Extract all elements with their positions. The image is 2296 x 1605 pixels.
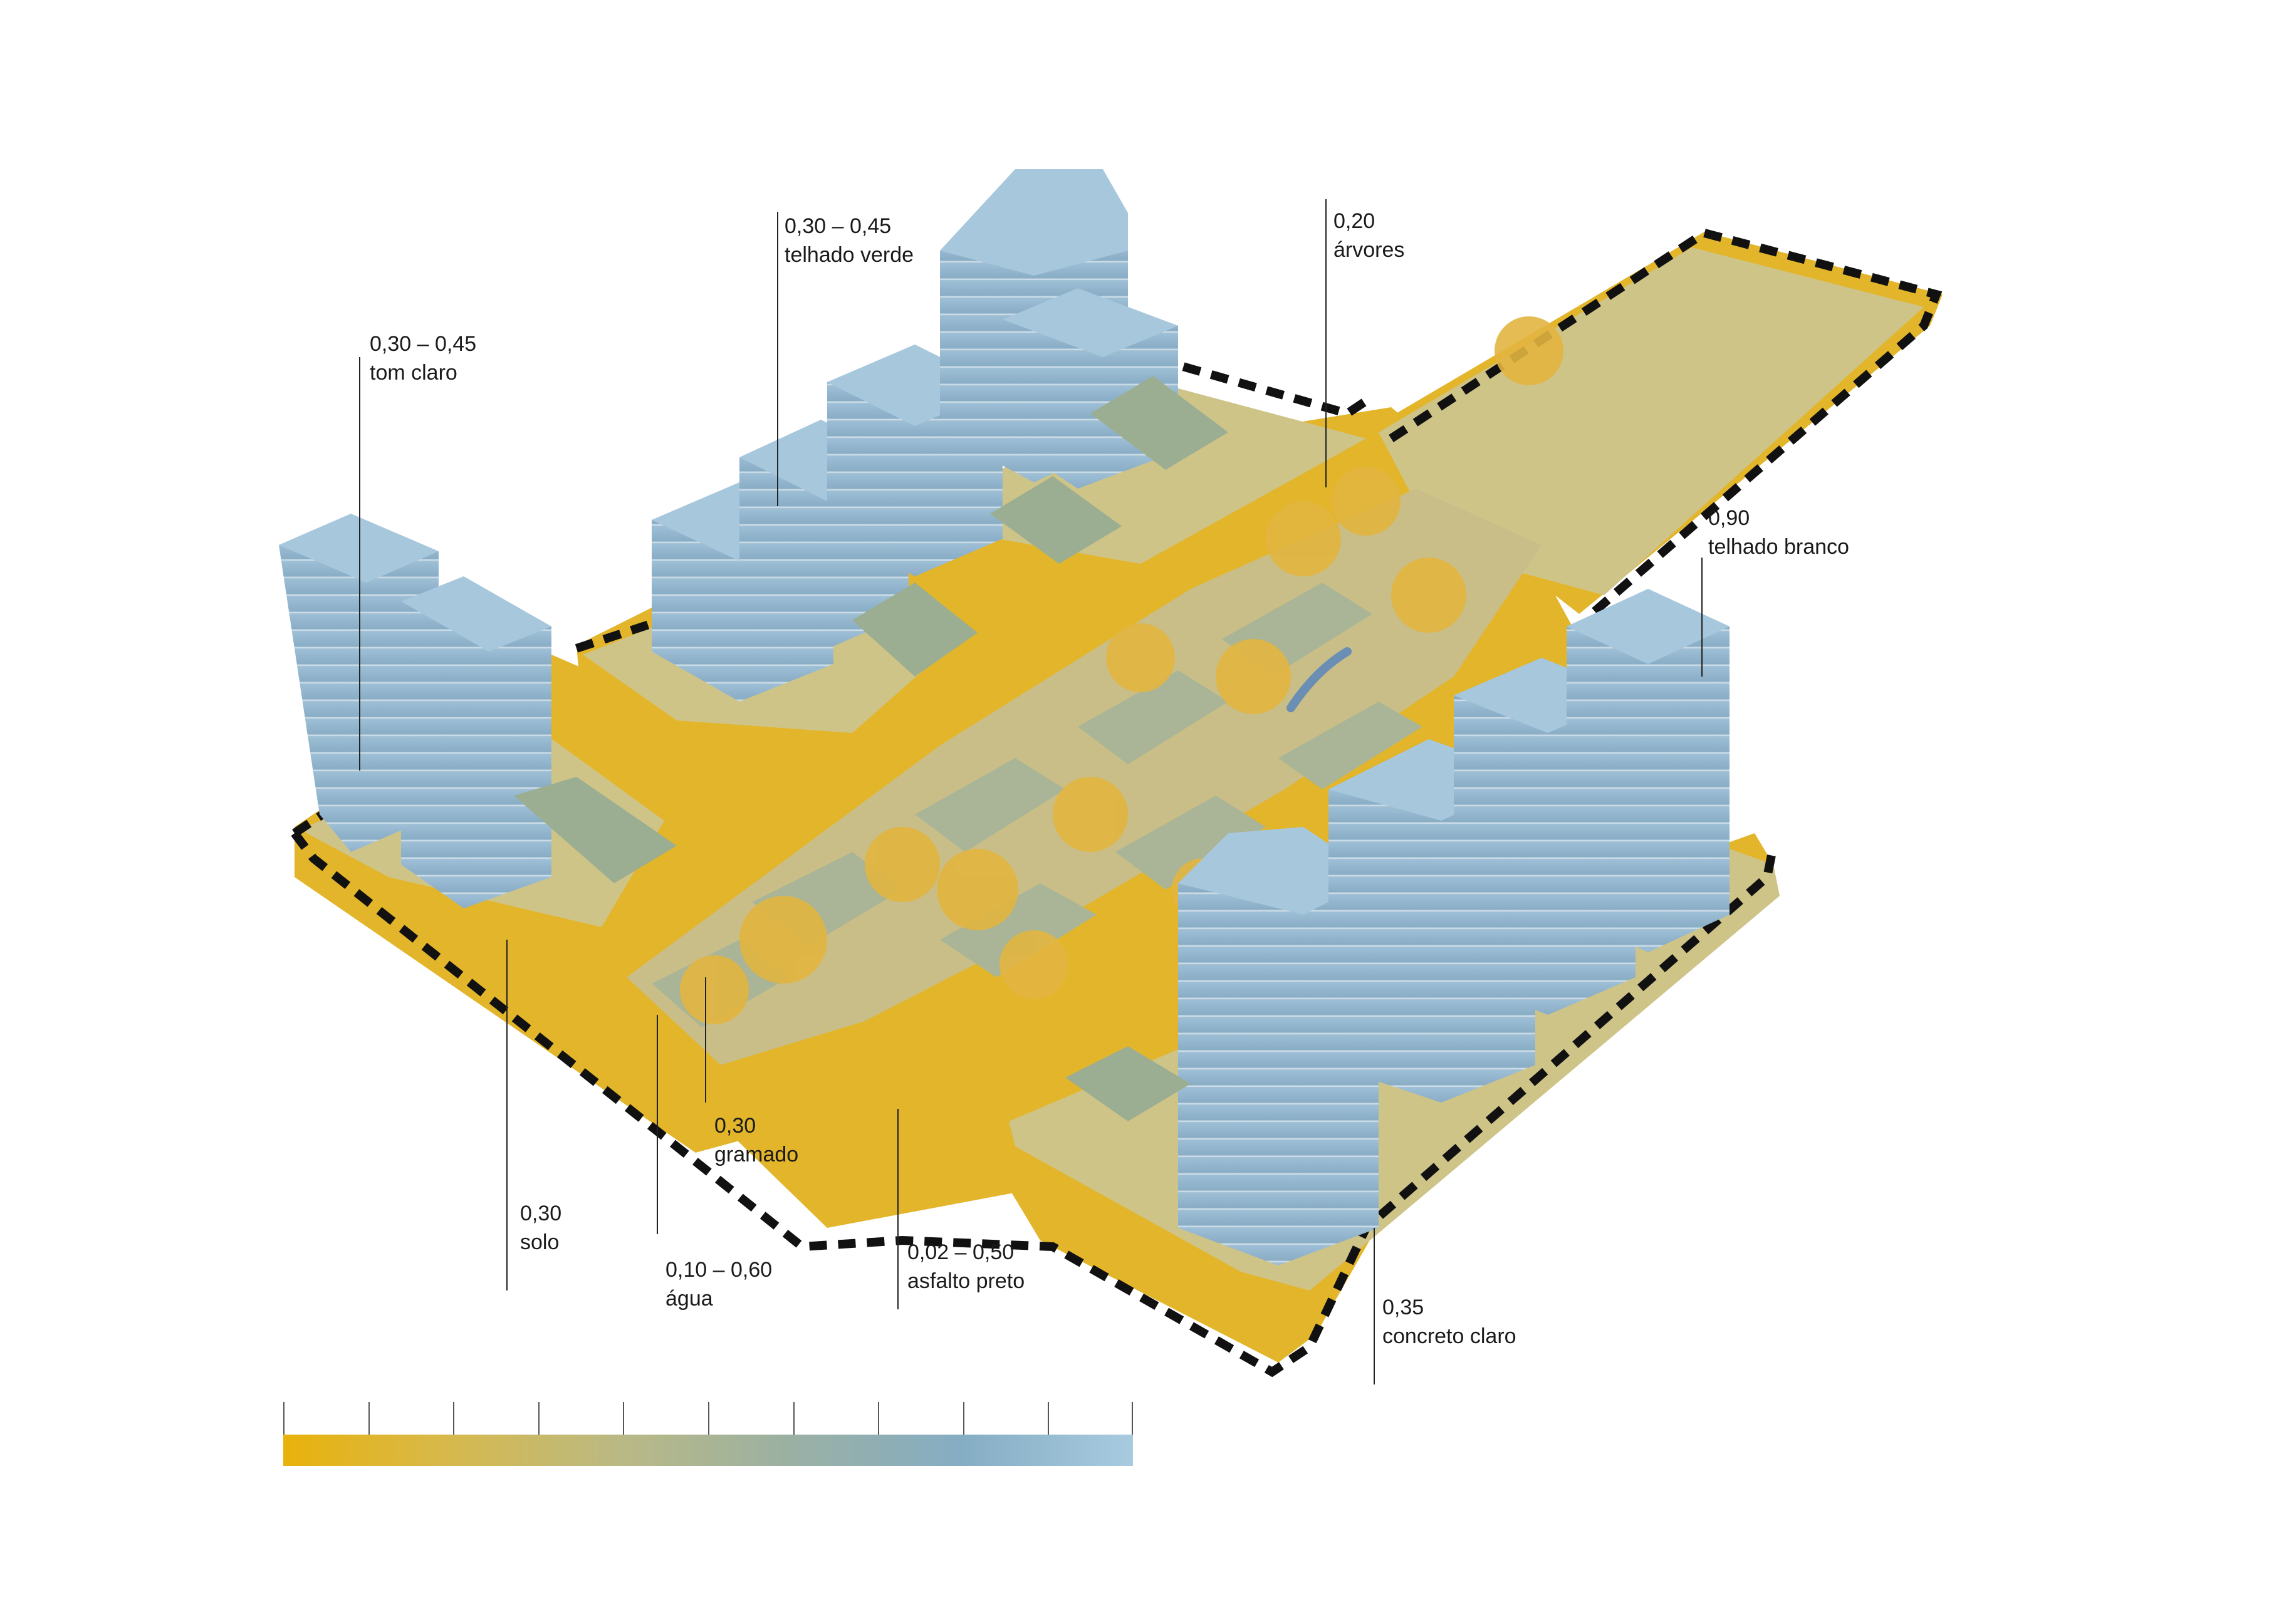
label-gramado: 0,30 gramado [714, 1111, 798, 1169]
label-arvores: 0,20 árvores [1333, 207, 1404, 264]
label-value: 0,10 – 0,60 [665, 1258, 773, 1282]
leader-line-asfalto-preto [897, 1109, 899, 1309]
albedo-gradient-scale [283, 1435, 1133, 1466]
label-material: tom claro [370, 361, 457, 385]
label-concreto-claro: 0,35 concreto claro [1382, 1293, 1516, 1351]
grass-patch-5 [940, 883, 1097, 977]
leader-line-agua [657, 1015, 658, 1234]
boundary-dashed-top [575, 228, 1943, 653]
tree [739, 896, 827, 984]
trees [680, 316, 1563, 1024]
building-cluster-top [652, 169, 1228, 702]
tree [1495, 316, 1563, 385]
scale-tick [368, 1402, 370, 1435]
leader-line-solo [506, 940, 508, 1291]
leader-line-arvores [1325, 199, 1327, 487]
label-material: telhado branco [1708, 535, 1849, 559]
scale-tick [453, 1402, 454, 1435]
grass-patch-2 [915, 758, 1065, 852]
grass-patch-6 [1115, 796, 1266, 890]
label-material: água [665, 1287, 713, 1311]
leader-line-gramado [705, 977, 706, 1103]
tree [1266, 501, 1341, 576]
leader-line-telhado-verde [777, 212, 778, 506]
scale-tick [623, 1402, 624, 1435]
scale-tick [963, 1402, 964, 1435]
scale-tick [878, 1402, 879, 1435]
label-telhado-branco: 0,90 telhado branco [1708, 504, 1849, 561]
scale-tick [793, 1402, 795, 1435]
label-value: 0,90 [1708, 506, 1750, 530]
label-material: árvores [1333, 238, 1405, 262]
ground-far-plaza [1379, 247, 1924, 595]
label-material: gramado [714, 1143, 799, 1166]
label-tom-claro: 0,30 – 0,45 tom claro [370, 330, 476, 387]
label-material: solo [520, 1230, 560, 1254]
label-value: 0,20 [1333, 209, 1375, 233]
label-solo: 0,30 solo [520, 1199, 561, 1257]
scale-tick [1048, 1402, 1049, 1435]
label-value: 0,30 – 0,45 [785, 214, 892, 238]
scale-tick [283, 1402, 284, 1435]
label-material: concreto claro [1382, 1324, 1516, 1348]
leader-line-telhado-branco [1701, 558, 1703, 677]
tree [937, 849, 1018, 930]
label-material: asfalto preto [907, 1269, 1025, 1293]
label-asfalto-preto: 0,02 – 0,50 asfalto preto [907, 1238, 1025, 1296]
tree [1391, 558, 1466, 633]
scale-tick [538, 1402, 540, 1435]
label-value: 0,30 [714, 1114, 756, 1138]
tree [680, 955, 749, 1024]
building-tower-left [279, 514, 677, 908]
building-cluster-right [1065, 589, 1730, 1265]
tree [865, 827, 940, 902]
tree [1053, 777, 1128, 852]
tree [1332, 467, 1401, 536]
grass-patch-7 [1278, 702, 1422, 789]
water-channel [1286, 647, 1352, 712]
tree [1106, 623, 1175, 692]
tree [1216, 639, 1291, 714]
label-agua: 0,10 – 0,60 água [665, 1255, 772, 1313]
label-telhado-verde: 0,30 – 0,45 telhado verde [785, 212, 914, 269]
label-value: 0,30 – 0,45 [370, 332, 477, 356]
leader-line-concreto-claro [1374, 1228, 1375, 1384]
label-value: 0,35 [1382, 1296, 1424, 1319]
grass-patch-3 [1078, 670, 1228, 764]
tree [999, 930, 1068, 999]
label-material: telhado verde [785, 243, 914, 267]
leader-line-tom-claro [359, 357, 360, 771]
scale-tick [1132, 1402, 1133, 1435]
label-value: 0,30 [520, 1202, 562, 1225]
scale-tick [708, 1402, 709, 1435]
label-value: 0,02 – 0,50 [907, 1240, 1015, 1264]
